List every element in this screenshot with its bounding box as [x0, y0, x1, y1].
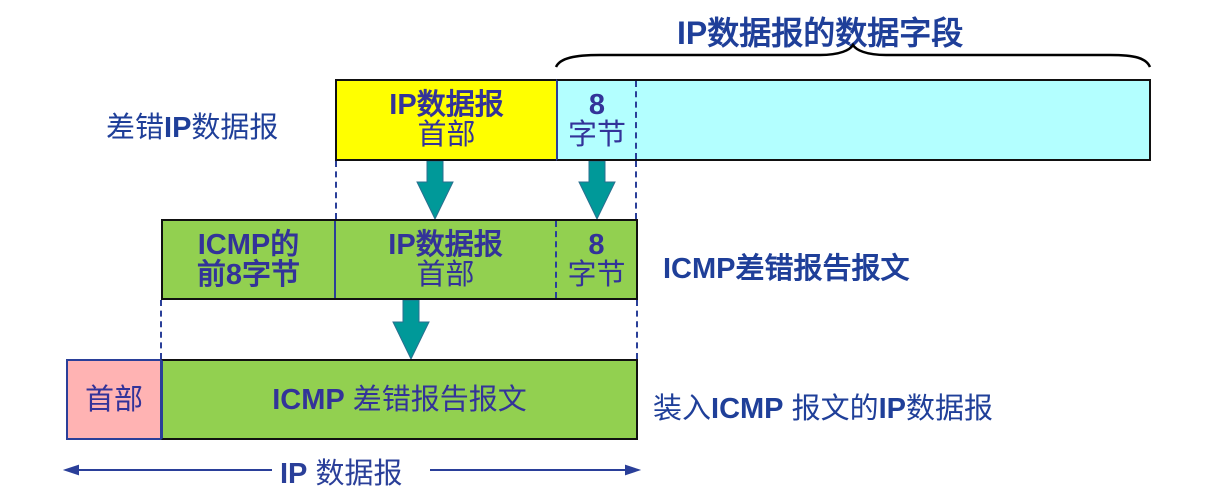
- icmp-message-label: ICMP差错报告报文: [663, 253, 910, 285]
- guide-right-1: [635, 161, 637, 219]
- guide-right-2: [636, 300, 638, 359]
- encapsulated-label: 装入ICMP 报文的IP数据报: [653, 393, 993, 425]
- ip-datagram-span-arrow: [62, 464, 642, 476]
- ip-header-text: IP数据报 首部: [389, 89, 504, 151]
- ip-data-block: [556, 79, 1151, 161]
- eight-bytes-text: 8 字节: [567, 89, 626, 151]
- encap-icmp-text: ICMP 差错报告报文: [272, 383, 527, 416]
- eight-bytes-divider: [635, 81, 637, 159]
- data-field-title: IP数据报的数据字段: [677, 15, 964, 51]
- guide-left-1: [335, 161, 337, 219]
- ip-header-block: [335, 79, 557, 161]
- data-field-brace: [554, 42, 1152, 68]
- icmp-ip-header-text: IP数据报 首部: [388, 228, 503, 291]
- icmp-first8-text: ICMP的 前8字节: [196, 228, 301, 291]
- arrow-8bytes-down: [578, 160, 616, 221]
- icmp-divider-2: [555, 221, 557, 298]
- icmp-eight-bytes-text: 8 字节: [567, 228, 626, 291]
- arrow-icmp-down: [392, 299, 430, 361]
- icmp-divider-1: [334, 221, 336, 298]
- icmp-message-block: [161, 219, 638, 300]
- encap-header-block: [66, 359, 162, 440]
- arrow-header-down: [416, 160, 454, 221]
- guide-left-2: [160, 300, 162, 359]
- ip-datagram-span-label: IP 数据报: [280, 458, 403, 490]
- error-datagram-label: 差错IP数据报: [106, 112, 279, 144]
- encap-icmp-block: [161, 359, 638, 440]
- encap-header-text: 首部: [84, 383, 143, 416]
